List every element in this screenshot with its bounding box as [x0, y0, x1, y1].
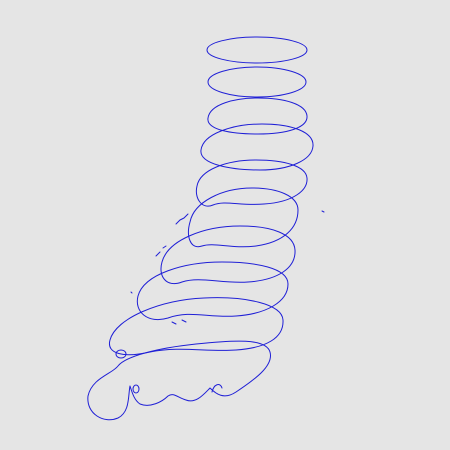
contour-fragment-5 [131, 292, 132, 293]
contour-slice-3 [208, 98, 307, 134]
contour-fragment-4 [322, 211, 324, 212]
contour-slice-5 [196, 160, 307, 206]
contour-slice-10-base [88, 341, 271, 420]
contour-fragment-6 [172, 320, 186, 324]
contour-slice-1 [207, 37, 307, 63]
contour-fragment-2 [176, 214, 188, 224]
contour-slice-7 [161, 226, 295, 284]
contour-slice-9 [109, 298, 283, 355]
contour-slice-4 [201, 124, 313, 170]
contour-fragment-3 [156, 246, 166, 256]
contour-loop-tiny [133, 385, 139, 393]
contour-slice-6 [189, 188, 299, 247]
contour-slice-8 [137, 262, 288, 320]
contour-group [88, 37, 324, 420]
contour-slice-2 [208, 67, 306, 97]
